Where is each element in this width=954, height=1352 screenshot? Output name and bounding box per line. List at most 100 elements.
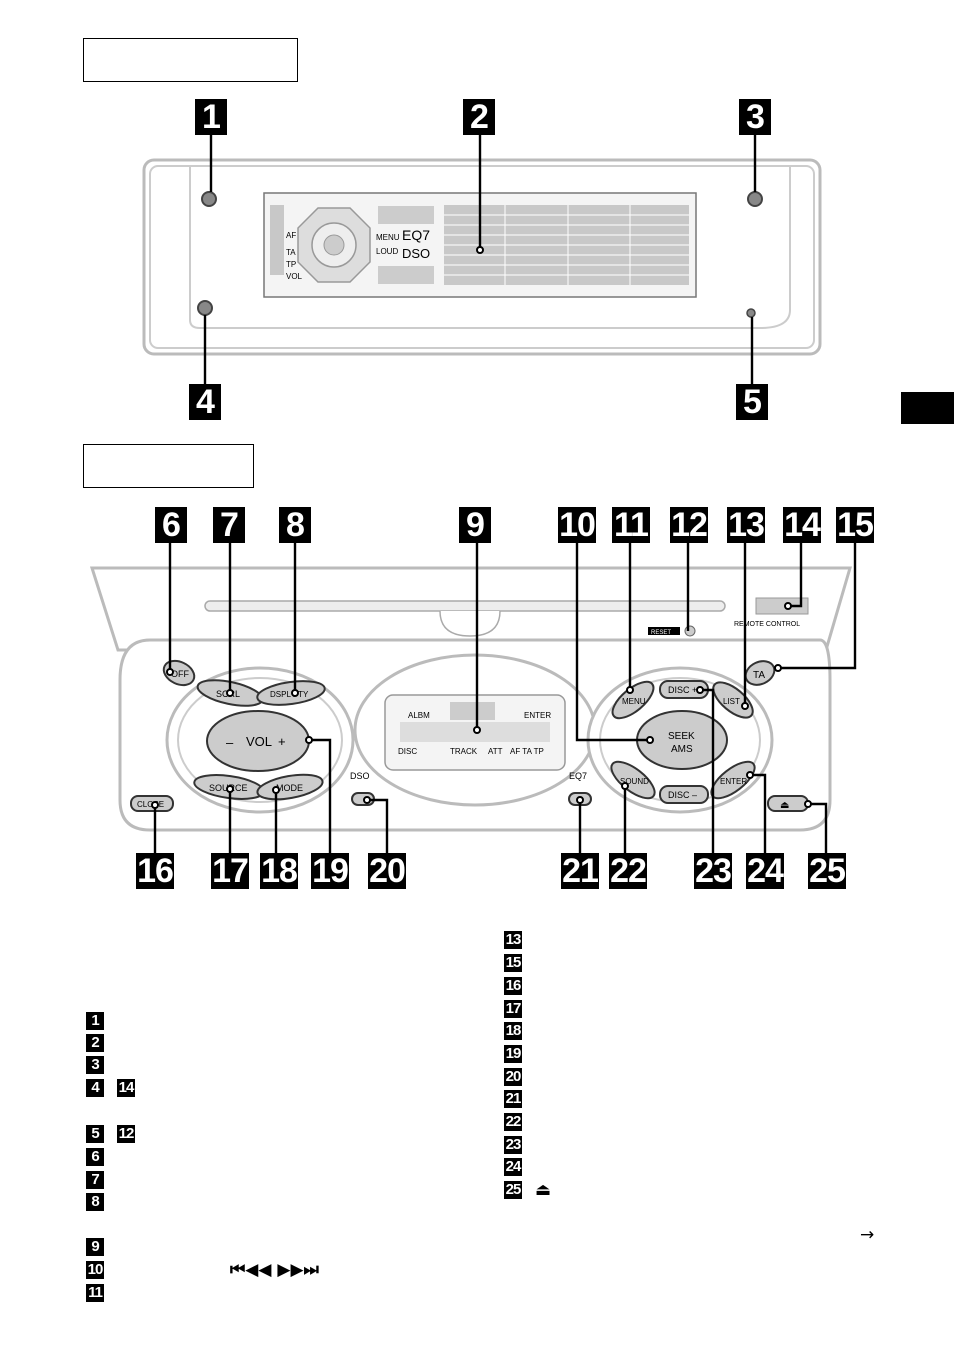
callout-18: 18 <box>260 852 298 890</box>
legend-right-24: 24 <box>504 1158 522 1176</box>
disp-menu: MENU <box>376 233 400 242</box>
callout-12: 12 <box>670 506 708 544</box>
list-label: LIST <box>723 697 740 706</box>
eject-button[interactable]: ⏏ <box>767 795 809 812</box>
callout-9: 9 <box>459 507 491 543</box>
section-tab <box>901 392 954 424</box>
disp-dso: DSO <box>402 246 430 261</box>
remote-control-label: REMOTE CONTROL <box>734 621 800 628</box>
legend-right-23: 23 <box>504 1136 522 1154</box>
ams-label: AMS <box>671 744 693 755</box>
seek-ams-control[interactable]: SEEK AMS <box>636 710 728 770</box>
front-panel-figure: AF TA TP VOL MENU LOUD EQ7 DSO <box>142 134 822 386</box>
disp-vol: VOL <box>286 272 303 281</box>
disc-minus-button[interactable]: DISC – <box>659 785 709 804</box>
vol-label: VOL <box>246 734 272 749</box>
close-label: CLOSE <box>137 800 164 809</box>
off-label: OFF <box>171 669 189 679</box>
callout-14: 14 <box>783 506 821 544</box>
off-button[interactable]: OFF <box>160 656 198 689</box>
legend-right-22: 22 <box>504 1113 522 1131</box>
disp-af: AF <box>286 231 296 240</box>
reset-label: RESET <box>651 630 671 636</box>
callout-2: 2 <box>463 99 495 135</box>
dso-label: DSO <box>350 771 370 781</box>
menu-button[interactable]: MENU <box>607 676 659 725</box>
legend-right-25: 25 <box>504 1181 522 1199</box>
ta-label: TA <box>753 670 765 681</box>
callout-19: 19 <box>311 852 349 890</box>
legend-right-21: 21 <box>504 1090 522 1108</box>
legend-right-17: 17 <box>504 1000 522 1018</box>
vol-control[interactable]: – VOL + <box>206 710 310 772</box>
vol-plus-label: + <box>278 734 286 749</box>
callout-17: 17 <box>211 852 249 890</box>
disp-af-ta-tp: AF TA TP <box>510 747 544 756</box>
menu-label: MENU <box>622 697 646 706</box>
callout-6: 6 <box>155 507 187 543</box>
disp-tp: TP <box>286 260 296 269</box>
legend-left-1: 1 <box>86 1012 104 1030</box>
disp-enter: ENTER <box>524 711 551 720</box>
legend-left-14: 14 <box>117 1079 135 1097</box>
dspl-pty-label: DSPL PTY <box>270 690 309 699</box>
callout-20: 20 <box>368 852 406 890</box>
legend-left-7: 7 <box>86 1171 104 1189</box>
disp-track: TRACK <box>450 747 478 756</box>
seek-symbols: ⏮◀◀ ▶▶⏭ <box>230 1260 319 1280</box>
callout-8: 8 <box>279 507 311 543</box>
legend-right-15: 15 <box>504 954 522 972</box>
callout-11: 11 <box>612 507 650 543</box>
ta-button[interactable]: TA <box>742 657 778 690</box>
disp-albm: ALBM <box>408 711 430 720</box>
callout-15: 15 <box>836 506 874 544</box>
legend-left-3: 3 <box>86 1056 104 1074</box>
callout-13: 13 <box>727 506 765 544</box>
legend-left-5: 5 <box>86 1125 104 1143</box>
disp-ta: TA <box>286 248 296 257</box>
top-figure-title-box <box>83 38 298 82</box>
legend-left-2: 2 <box>86 1034 104 1052</box>
enter-label: ENTER <box>720 777 747 786</box>
legend-left-9: 9 <box>86 1238 104 1256</box>
legend-right-16: 16 <box>504 977 522 995</box>
vol-minus-label: – <box>226 735 234 750</box>
callout-1: 1 <box>195 99 227 135</box>
disp-att: ATT <box>488 747 503 756</box>
disc-plus-label: DISC + <box>668 685 697 695</box>
disc-minus-label: DISC – <box>668 790 697 800</box>
eject-label: ⏏ <box>780 800 789 811</box>
legend-left-12: 12 <box>117 1125 135 1143</box>
callout-16: 16 <box>136 852 174 890</box>
callout-25: 25 <box>808 852 846 890</box>
mode-label: MODE <box>276 783 303 793</box>
callout-7: 7 <box>213 507 245 543</box>
disp-eq7: EQ7 <box>402 227 430 243</box>
continue-arrow: → <box>860 1225 875 1245</box>
callout-4: 4 <box>189 384 221 420</box>
legend-right-18: 18 <box>504 1022 522 1040</box>
seek-label: SEEK <box>668 731 695 742</box>
disp-disc: DISC <box>398 747 417 756</box>
legend-left-6: 6 <box>86 1148 104 1166</box>
eq7-label: EQ7 <box>569 771 587 781</box>
sound-label: SOUND <box>620 777 649 786</box>
callout-10: 10 <box>558 506 596 544</box>
callout-22: 22 <box>609 852 647 890</box>
disp-loud: LOUD <box>376 247 398 256</box>
callout-5: 5 <box>736 384 768 420</box>
callout-23: 23 <box>694 852 732 890</box>
legend-left-11: 11 <box>86 1284 104 1302</box>
callout-3: 3 <box>739 99 771 135</box>
legend-right-19: 19 <box>504 1045 522 1063</box>
callout-24: 24 <box>746 852 784 890</box>
legend-left-10: 10 <box>86 1261 104 1279</box>
legend-left-8: 8 <box>86 1193 104 1211</box>
callout-21: 21 <box>561 852 599 890</box>
bottom-figure-title-box <box>83 444 254 488</box>
legend-right-13: 13 <box>504 931 522 949</box>
legend-left-4: 4 <box>86 1079 104 1097</box>
legend-right-20: 20 <box>504 1068 522 1086</box>
main-unit-figure: REMOTE CONTROL RESET ALBM ENTER DISC TRA… <box>89 540 857 855</box>
eject-symbol: ⏏ <box>535 1180 552 1200</box>
